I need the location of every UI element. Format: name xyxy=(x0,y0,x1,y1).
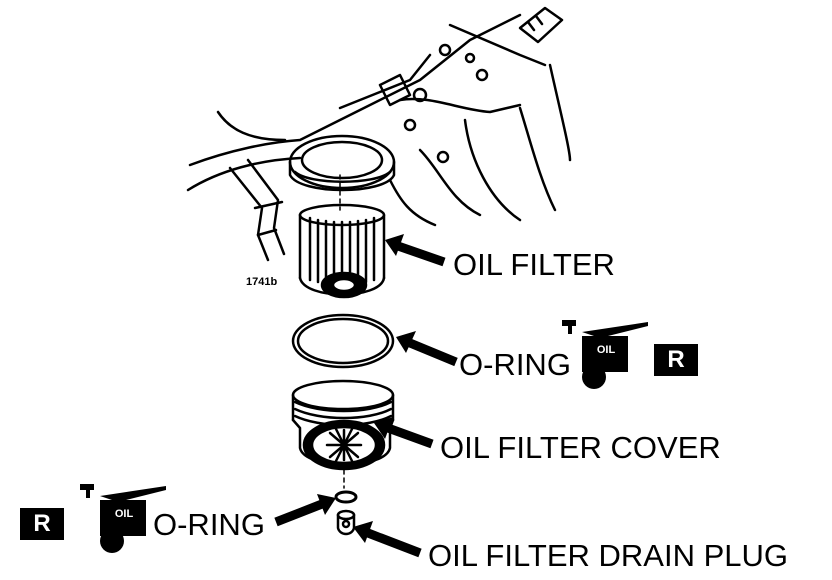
oil-can-label: OIL xyxy=(114,508,134,520)
label-oil-filter: OIL FILTER xyxy=(453,247,615,282)
oil-filter-cover-drawing xyxy=(291,379,395,489)
engine-housing-drawing xyxy=(186,6,572,262)
arrow-oil-filter-cover xyxy=(374,417,434,449)
figure-code: 1741b xyxy=(246,276,278,288)
label-oil-filter-cover: OIL FILTER COVER xyxy=(440,430,721,465)
arrow-lower-o-ring xyxy=(274,494,336,527)
oil-can-icon xyxy=(80,484,166,553)
replace-badge-lower: R xyxy=(20,508,64,540)
label-lower-o-ring: O-RING xyxy=(153,507,265,542)
oil-can-icon xyxy=(562,320,648,389)
upper-oil-can-symbol: OIL xyxy=(560,320,650,390)
arrow-oil-filter xyxy=(385,234,446,267)
lower-oil-can-symbol: OIL xyxy=(78,484,168,554)
arrow-upper-o-ring xyxy=(396,331,458,367)
replace-badge-upper: R xyxy=(654,344,698,376)
drain-plug-drawing xyxy=(336,509,356,536)
label-drain-plug: OIL FILTER DRAIN PLUG xyxy=(428,538,789,573)
lower-o-ring-drawing xyxy=(334,490,358,504)
label-upper-o-ring: O-RING xyxy=(459,347,571,382)
oil-filter-drawing xyxy=(298,174,386,299)
upper-o-ring-drawing xyxy=(291,313,395,369)
oil-can-label: OIL xyxy=(596,344,616,356)
arrow-drain-plug xyxy=(353,521,422,558)
